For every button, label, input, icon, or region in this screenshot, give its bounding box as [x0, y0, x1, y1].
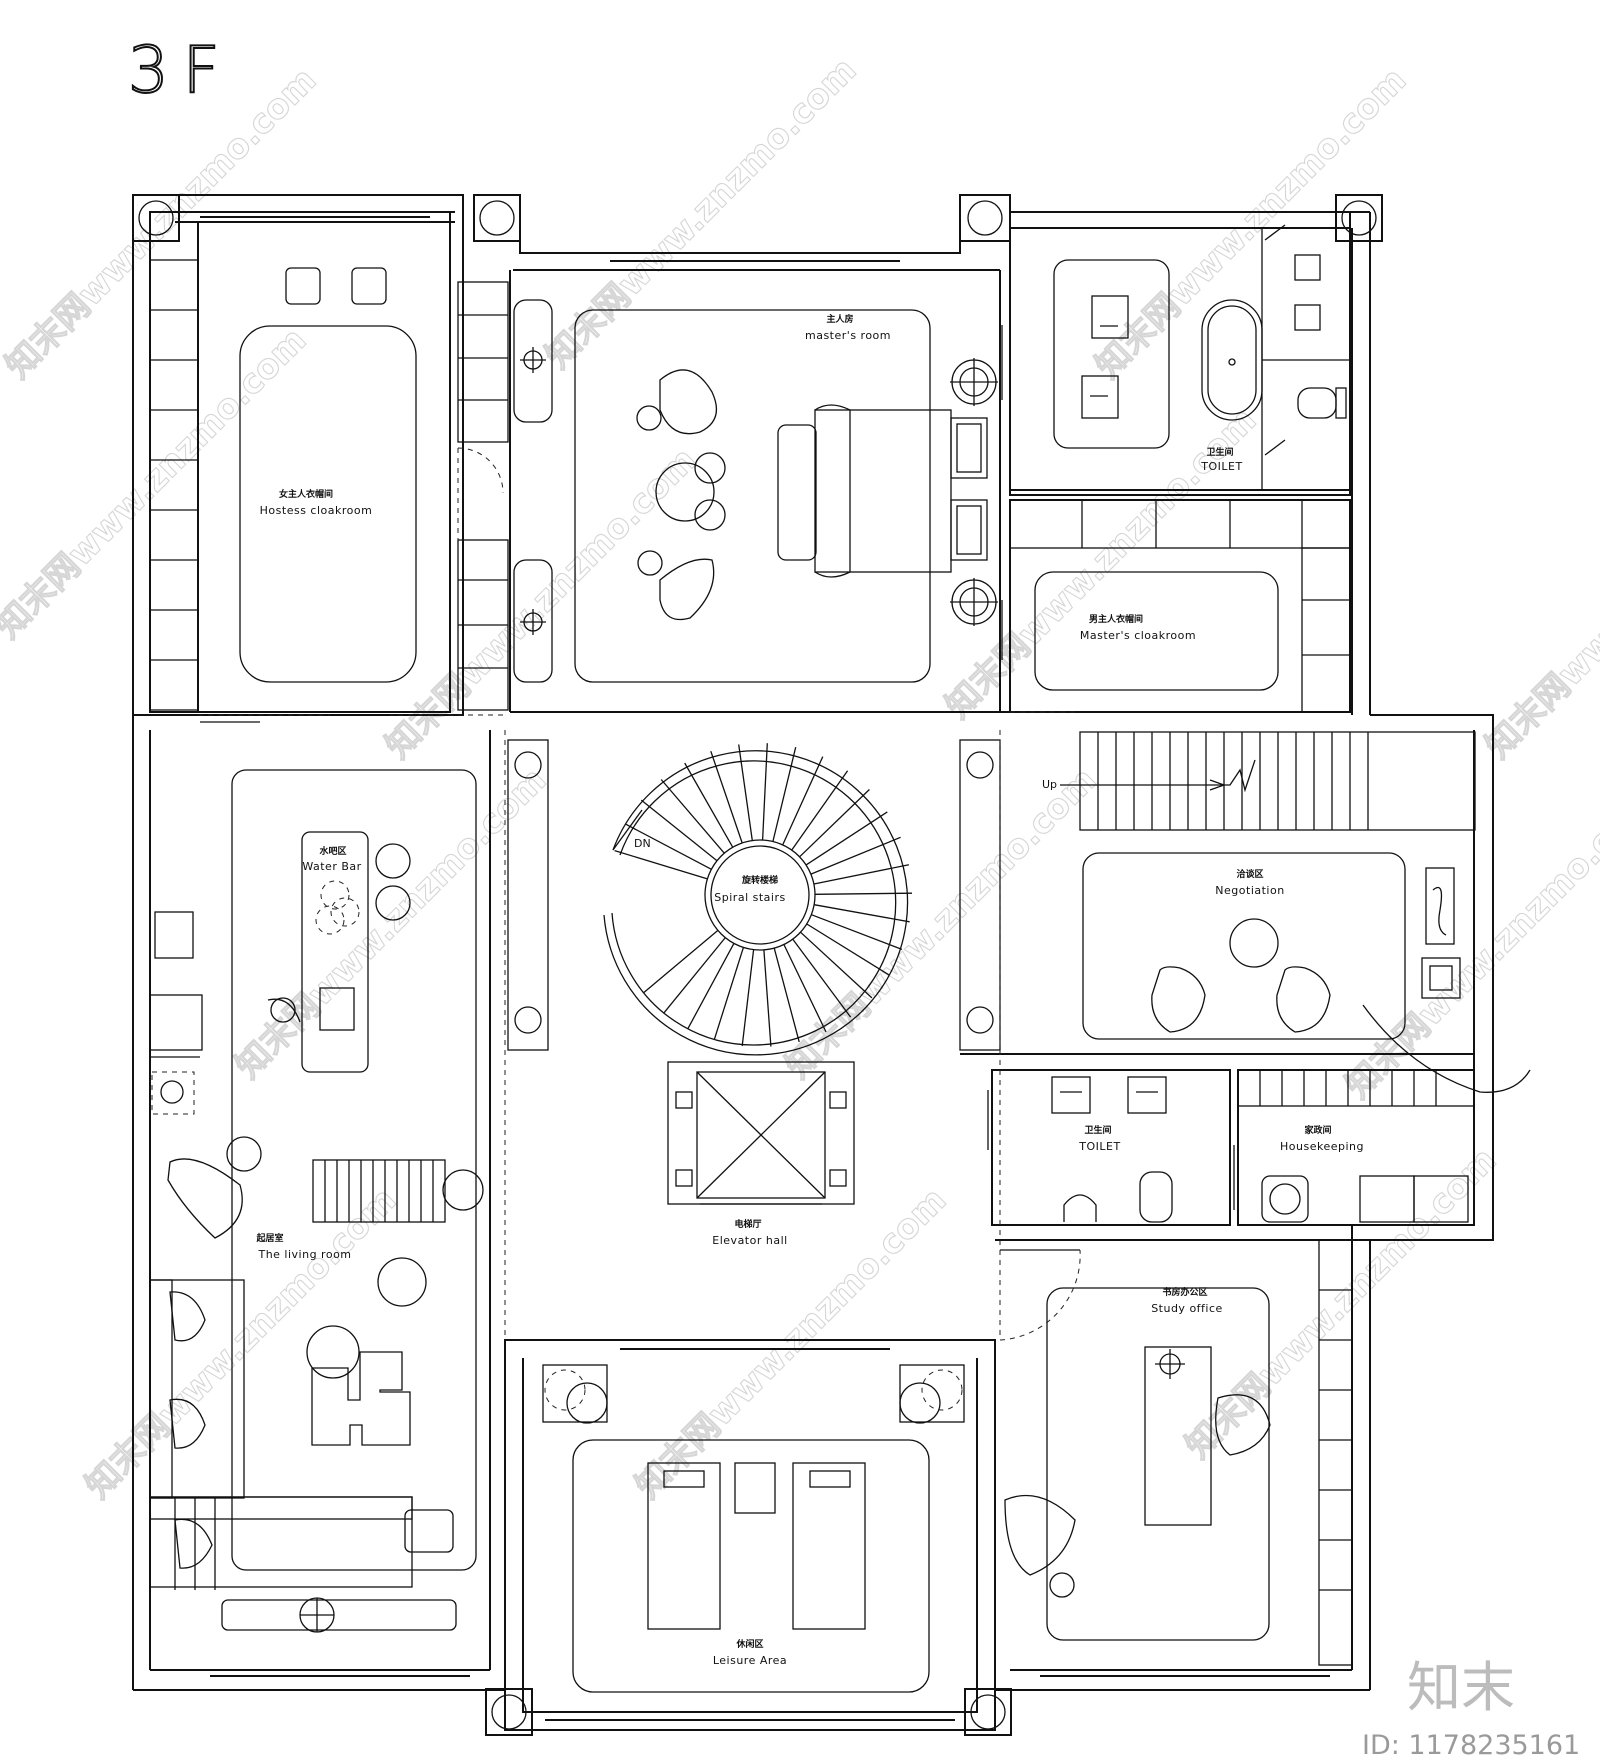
watermark-tile: 知末网www.znzmo.com	[1338, 780, 1600, 1106]
stair-tread	[806, 923, 890, 976]
spiral-stairs: DN 旋转楼梯 Spiral stairs	[603, 743, 913, 1056]
stair-tread	[773, 947, 800, 1043]
masters-room: 主人房 master's room	[510, 270, 1010, 713]
watermark-tiles: 知末网www.znzmo.com 知末网www.znzmo.com 知末网www…	[0, 50, 1600, 1507]
watermark-tile: 知末网www.znzmo.com	[1088, 60, 1414, 386]
column	[959, 194, 1011, 242]
stair-tread	[660, 779, 725, 854]
up-stair: Up	[1042, 731, 1476, 831]
leisure-area-en: Leisure Area	[713, 1654, 787, 1667]
watermark-tile: 知末网www.znzmo.com	[538, 50, 864, 376]
stair-tread	[799, 789, 870, 858]
masters-room-en: master's room	[805, 329, 891, 342]
hostess-cloakroom: 女主人衣帽间 Hostess cloakroom	[149, 222, 511, 723]
column	[485, 1688, 533, 1736]
stair-tread	[687, 943, 735, 1030]
hostess-cloakroom-cn: 女主人衣帽间	[279, 488, 333, 500]
water-bar-en: Water Bar	[302, 860, 361, 873]
study-office: 书房办公区 Study office	[995, 1239, 1370, 1666]
stair-tread	[792, 938, 852, 1018]
masters-cloakroom-cn: 男主人衣帽间	[1089, 613, 1143, 625]
living-room-en: The living room	[257, 1248, 351, 1261]
water-bar-cn: 水吧区	[319, 845, 346, 857]
stair-tread	[643, 929, 719, 994]
stair-tread	[813, 864, 910, 885]
housekeeping-room: 家政间 Housekeeping	[1233, 1069, 1475, 1226]
stair-tread	[810, 836, 901, 875]
negotiation-en: Negotiation	[1215, 884, 1284, 897]
stair-tread	[800, 931, 873, 999]
study-office-en: Study office	[1151, 1302, 1223, 1315]
living-room: 水吧区 Water Bar 起居室 The living room	[149, 730, 1001, 1670]
negotiation-cn: 洽谈区	[1236, 868, 1263, 880]
living-room-cn: 起居室	[255, 1232, 283, 1244]
image-id-watermark: ID: 1178235161	[1362, 1730, 1580, 1761]
stair-down-label: DN	[634, 837, 651, 850]
column	[1335, 194, 1383, 242]
public-toilet-cn: 卫生间	[1084, 1124, 1111, 1136]
stair-tread	[761, 743, 768, 841]
spiral-stairs-en: Spiral stairs	[714, 891, 785, 904]
stair-tread	[782, 756, 824, 846]
column	[507, 739, 549, 1051]
stair-tread	[791, 770, 849, 851]
stair-tread	[738, 744, 753, 841]
stair-tread	[814, 892, 913, 895]
stair-tread	[741, 949, 755, 1047]
stair-tread	[614, 849, 708, 880]
watermark-tile: 知末网www.znzmo.com	[1478, 440, 1600, 766]
elevator-hall-en: Elevator hall	[712, 1234, 787, 1247]
hostess-cloakroom-en: Hostess cloakroom	[260, 504, 373, 517]
leisure-area: 休闲区 Leisure Area	[542, 1364, 965, 1693]
masters-room-cn: 主人房	[826, 313, 853, 325]
stair-tread	[684, 762, 734, 848]
stair-tread	[640, 799, 718, 862]
housekeeping-cn: 家政间	[1304, 1124, 1331, 1136]
master-toilet: 卫生间 TOILET	[1009, 224, 1351, 491]
brand-watermark: 知末	[1407, 1656, 1515, 1719]
watermark-tile: 知末网www.znzmo.com	[628, 1180, 954, 1506]
study-office-cn: 书房办公区	[1162, 1286, 1207, 1298]
stair-tread	[710, 750, 743, 844]
watermark-tile: 知末网www.znzmo.com	[0, 320, 314, 646]
elevator-hall: 电梯厅 Elevator hall	[667, 1061, 855, 1247]
stair-tread	[772, 747, 797, 842]
stair-tread	[813, 904, 910, 923]
floor-title: 3F	[128, 34, 234, 108]
stair-tread	[663, 937, 726, 1014]
leisure-area-cn: 休闲区	[735, 1638, 763, 1650]
column	[132, 194, 180, 242]
column	[473, 194, 521, 242]
masters-cloakroom: 男主人衣帽间 Master's cloakroom	[1009, 499, 1351, 713]
watermark-tile: 知末网www.znzmo.com	[1178, 1140, 1504, 1466]
column	[964, 1688, 1012, 1736]
negotiation-area: 洽谈区 Negotiation	[960, 852, 1531, 1093]
watermark-tile: 知末网www.znzmo.com	[78, 1180, 404, 1506]
public-toilet: 卫生间 TOILET	[987, 1069, 1231, 1226]
stair-tread	[783, 944, 827, 1033]
spiral-stairs-cn: 旋转楼梯	[741, 874, 778, 886]
housekeeping-en: Housekeeping	[1280, 1140, 1364, 1153]
public-toilet-en: TOILET	[1078, 1140, 1120, 1153]
stair-tread	[625, 823, 712, 870]
stair-tread	[805, 811, 888, 866]
stair-up-label: Up	[1042, 778, 1057, 791]
elevator-hall-cn: 电梯厅	[734, 1218, 761, 1230]
stair-tread	[763, 949, 772, 1047]
master-toilet-en: TOILET	[1200, 460, 1242, 473]
watermark-tile: 知末网www.znzmo.com	[378, 440, 704, 766]
masters-cloakroom-en: Master's cloakroom	[1080, 629, 1196, 642]
stair-tread	[811, 914, 903, 951]
master-toilet-cn: 卫生间	[1206, 446, 1233, 458]
stair-tread	[713, 947, 745, 1041]
